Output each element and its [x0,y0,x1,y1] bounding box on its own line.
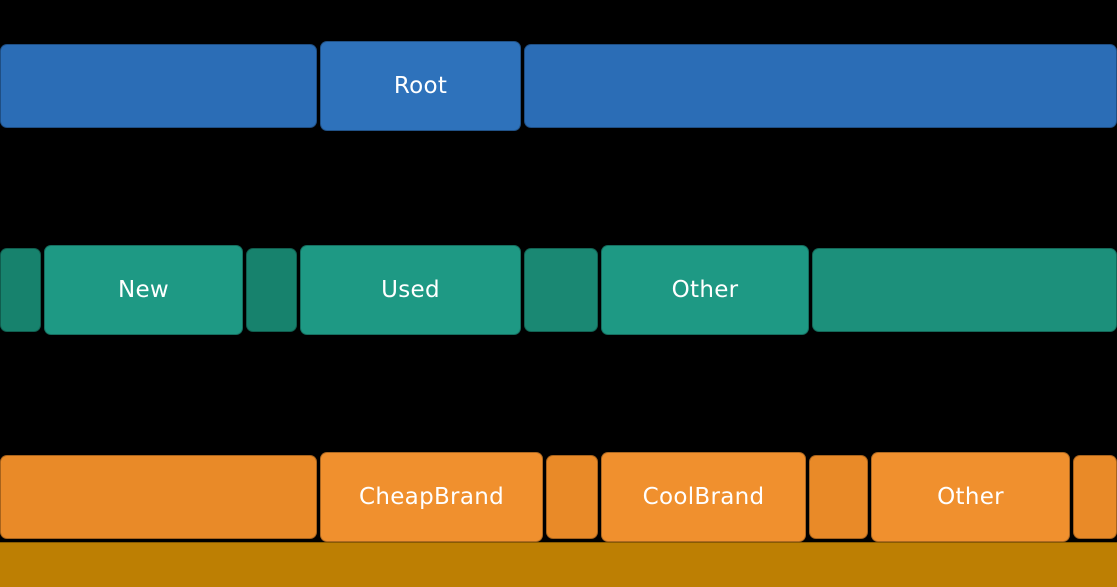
icicle-node-new[interactable]: New [44,245,243,335]
icicle-node-used[interactable]: Used [300,245,521,335]
node-label: CoolBrand [642,483,765,510]
icicle-node[interactable] [524,248,598,332]
icicle-node[interactable] [1073,455,1117,539]
icicle-node[interactable] [0,248,41,332]
node-label: Root [393,72,448,99]
icicle-node[interactable] [0,455,317,539]
node-label: New [117,276,170,303]
icicle-node-coolbrand[interactable]: CoolBrand [601,452,806,542]
node-label: CheapBrand [359,483,504,510]
icicle-node[interactable] [546,455,598,539]
node-label: Other [671,276,739,303]
node-label: Used [381,276,440,303]
icicle-node[interactable] [812,248,1117,332]
icicle-node[interactable] [0,44,317,128]
icicle-node[interactable] [246,248,297,332]
icicle-node[interactable] [0,542,1117,587]
icicle-node[interactable] [809,455,868,539]
node-label: Other [937,483,1004,510]
icicle-node-root[interactable]: Root [320,41,521,131]
icicle-node[interactable] [524,44,1117,128]
icicle-node-other[interactable]: Other [871,452,1070,542]
icicle-node-cheapbrand[interactable]: CheapBrand [320,452,543,542]
icicle-node-other[interactable]: Other [601,245,809,335]
